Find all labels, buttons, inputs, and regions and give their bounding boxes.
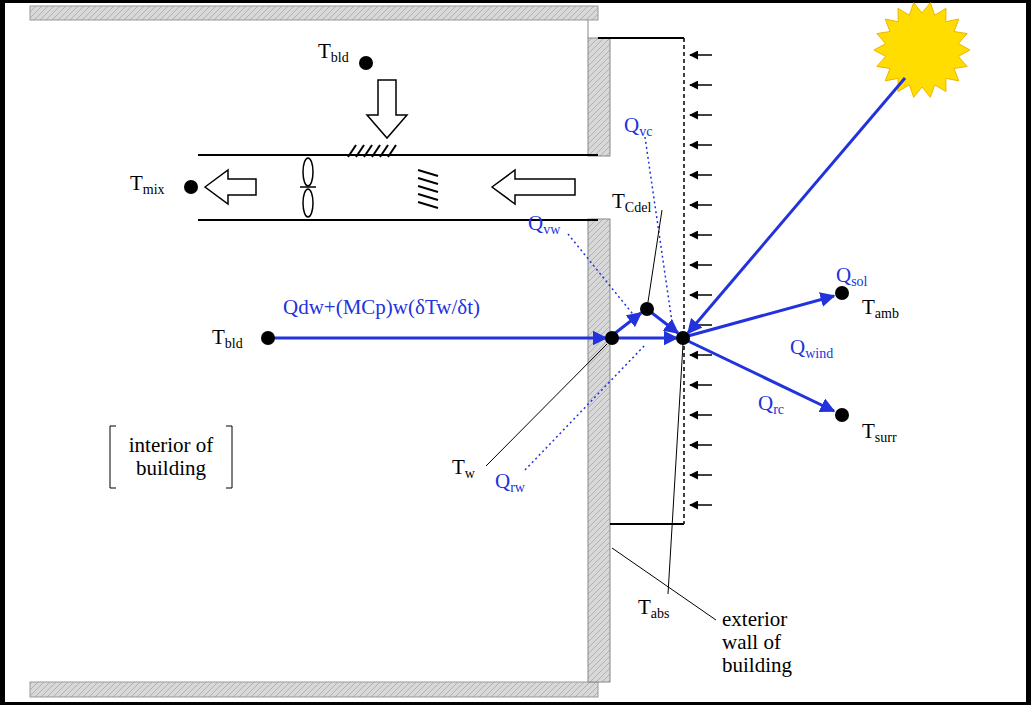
temperature-label: Tw [452, 456, 475, 479]
heat-flow-label: Qsol [836, 264, 868, 287]
heat-flow-label: Qvc [624, 114, 652, 137]
heat-flow-label: Qrc [758, 392, 784, 415]
air-arrow [690, 474, 712, 476]
air-arrow [690, 84, 712, 86]
temperature-label: Tmix [130, 172, 165, 195]
outside-damper [418, 170, 438, 208]
return-air-arrow [367, 80, 407, 138]
bracket [110, 426, 232, 488]
air-arrow [690, 354, 712, 356]
air-arrow [690, 174, 712, 176]
temperature-label: Tabs [638, 596, 670, 619]
bypass-damper [348, 145, 396, 157]
air-arrow [690, 264, 712, 266]
supply-air-arrow [205, 170, 256, 204]
energy-flows [268, 78, 905, 411]
temperature-label: Tamb [862, 296, 899, 319]
transpired-absorber [683, 38, 685, 524]
floor [30, 682, 598, 697]
fan [300, 158, 316, 217]
air-arrow [690, 294, 712, 296]
air-arrow [690, 54, 712, 56]
temperature-label: Tbld [318, 40, 349, 63]
heat-flow-label: Qdw+(MCp)w(δTw/δt) [283, 296, 480, 319]
leader-lines [486, 210, 716, 620]
air-arrows [690, 55, 712, 505]
temperature-label: Tbld [212, 326, 243, 349]
heat-flow-label: Qvw [528, 212, 560, 235]
air-arrow [690, 234, 712, 236]
wall-line [588, 20, 589, 38]
heat-flow-label: Qwind [790, 336, 833, 359]
ground [5, 3, 1026, 702]
collector-top [598, 37, 684, 39]
air-arrow [690, 144, 712, 146]
air-arrow [690, 114, 712, 116]
duct-top [198, 154, 598, 156]
region-label: interior of building [116, 434, 226, 480]
sun [874, 3, 970, 98]
wall-lower [588, 219, 610, 682]
air-arrow [690, 444, 712, 446]
air-arrow [690, 504, 712, 506]
flow-leaders [525, 137, 672, 470]
wall-upper [588, 38, 610, 156]
temperature-label: TCdel [612, 190, 651, 213]
temperature-label: Tsurr [862, 420, 897, 443]
ceiling [30, 6, 598, 20]
node-dots [184, 56, 849, 422]
air-arrow [690, 414, 712, 416]
collector-bottom [610, 523, 684, 525]
part-label: exterior wall of building [722, 608, 814, 677]
air-arrow [690, 204, 712, 206]
heat-flow-label: Qrw [495, 470, 525, 493]
heated-air-arrow [492, 170, 575, 204]
air-arrow [690, 384, 712, 386]
